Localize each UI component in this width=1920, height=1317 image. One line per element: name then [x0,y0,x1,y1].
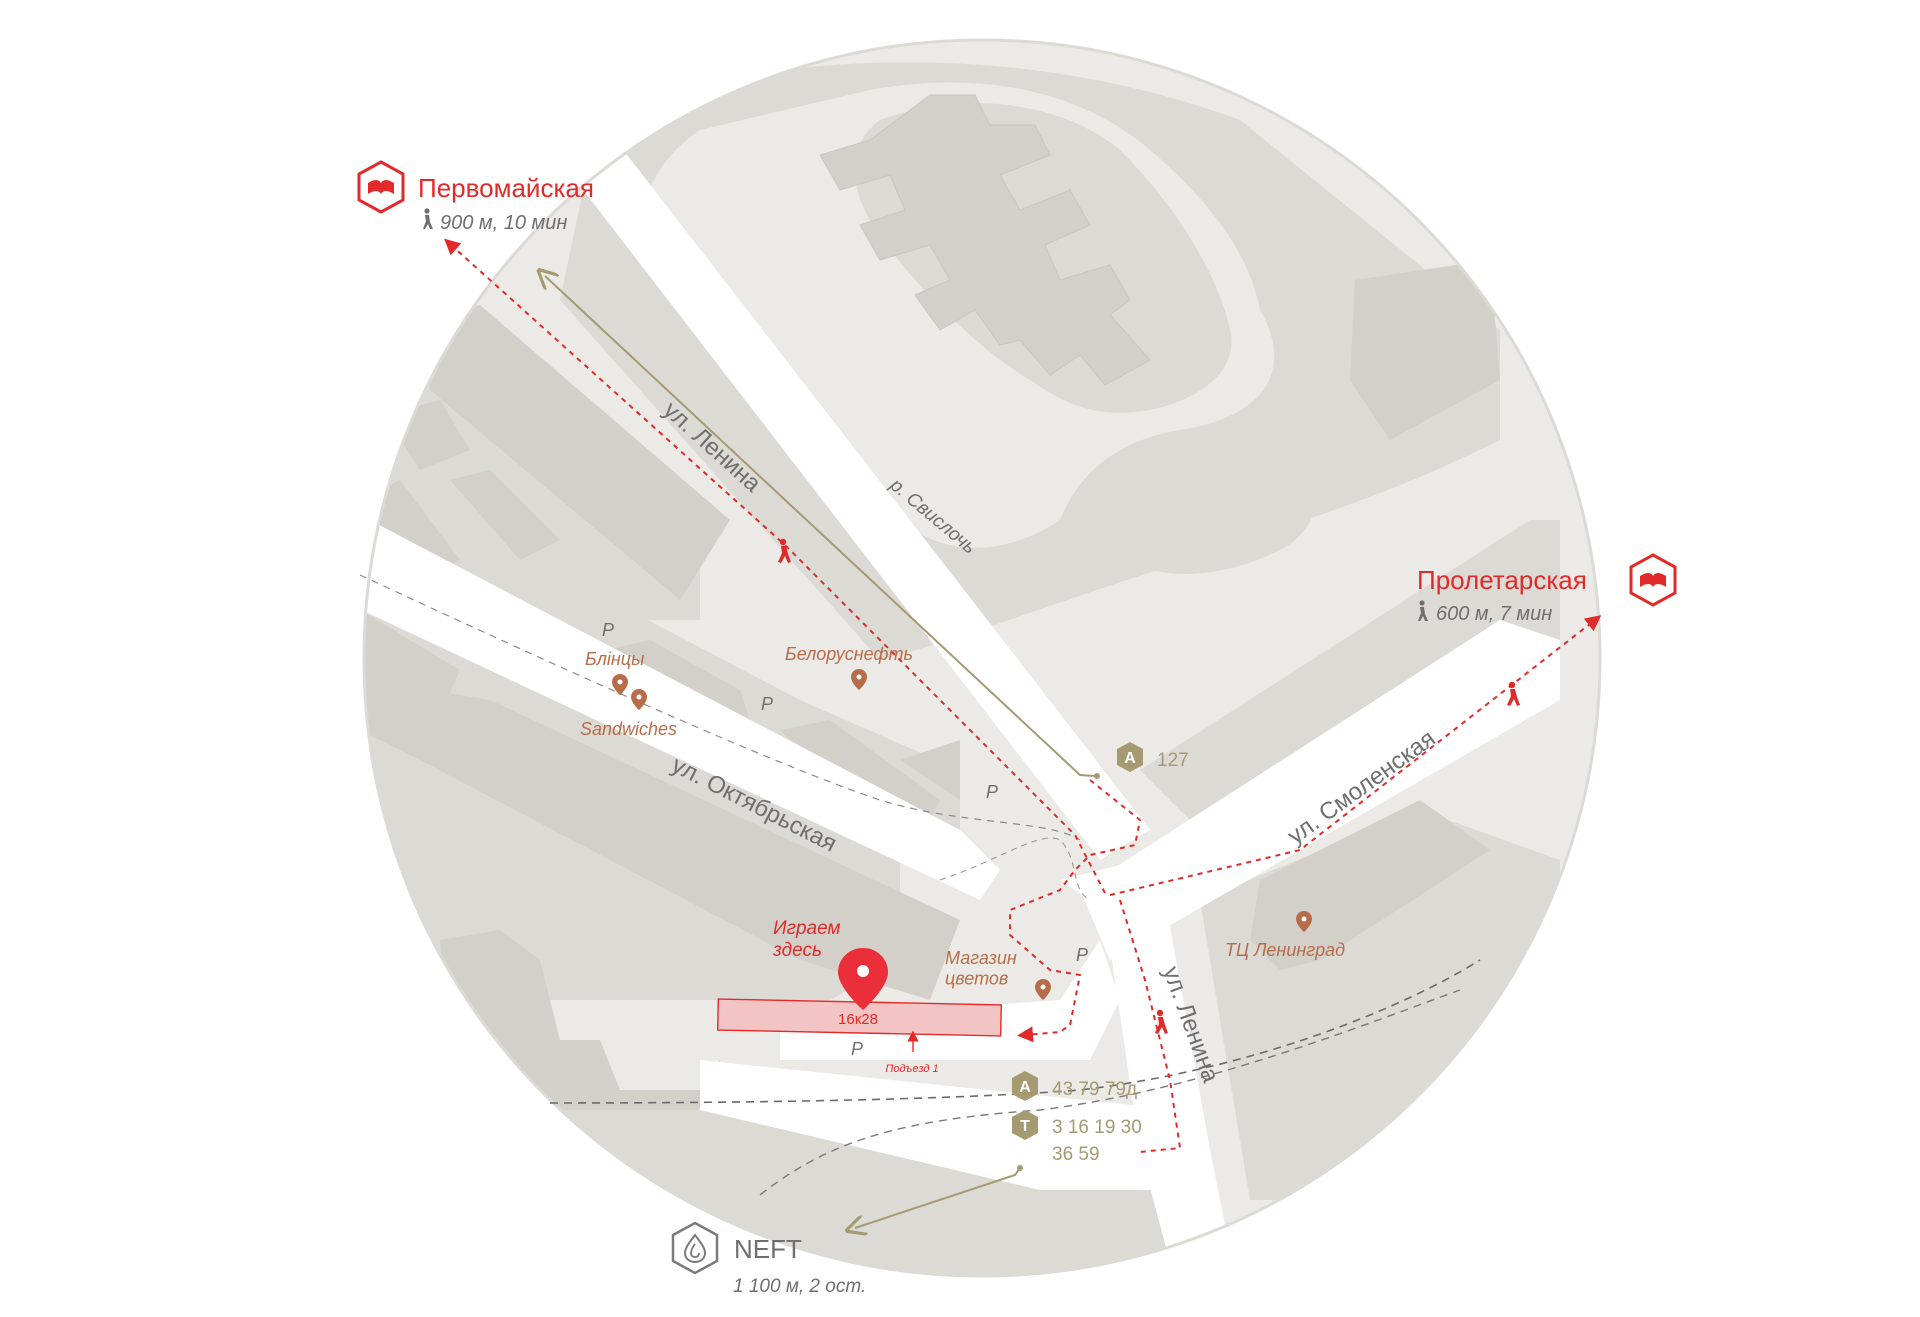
poi-label-sandwiches: Sandwiches [580,719,677,739]
parking-label: P [851,1039,863,1059]
entrance-label: Подъезд 1 [885,1063,938,1075]
neft-marker[interactable]: NEFT 1 100 м, 2 ост. [671,1221,866,1297]
road-smolenskaya [1080,620,1560,960]
svg-text:A: A [1124,750,1136,767]
tram-line-2 [759,989,1461,1196]
neft-name: NEFT [734,1234,802,1264]
tram-line-1 [549,959,1481,1104]
transit-routes: 36 59 [1052,1144,1100,1165]
building-west-long [420,305,730,600]
poi-pins [612,669,1312,1000]
building-cross [819,94,1151,386]
building-sw-long [420,690,960,1000]
neft-distance: 1 100 м, 2 ост. [733,1276,866,1297]
trolleybus-stop-icon: T [1012,1110,1038,1140]
poi-pin-icon [851,669,867,690]
walker-icon [778,538,1520,1034]
walk-route-proletarskaya [1109,615,1602,896]
location-pin-icon[interactable] [838,948,888,1010]
road-oktyabrskaya [364,515,1000,900]
poi-label-blintsy: Блінцы [585,649,644,669]
svg-text:A: A [1019,1079,1031,1096]
neft-logo-icon [671,1221,719,1275]
transit-routes: 43 79 79д [1052,1079,1137,1100]
metro-name: Пролетарская [1417,565,1587,595]
label-line: Играем [773,918,840,939]
road-lenina-north [560,120,1150,860]
map-area [364,40,1600,1276]
transit-stop-127[interactable]: A 127 [1117,742,1189,772]
svg-text:T: T [1020,1118,1030,1135]
parking-label: P [1076,945,1088,965]
road-turn [1060,860,1160,920]
map-frame [362,38,1602,1278]
bus-stop-icon: A [1012,1071,1038,1101]
poi-pin-icon [1296,911,1312,932]
building-belorusneft-2 [900,740,960,800]
label-line: Магазин [945,948,1017,968]
tram-line-4 [939,837,1091,901]
parking-label: P [602,620,614,640]
poi-label-belorusneft: Белоруснефть [785,644,913,664]
transit-stop-trolley[interactable]: T 3 16 19 30 36 59 [1012,1110,1142,1165]
transit-stop-bus-south[interactable]: A 43 79 79д [1012,1071,1137,1101]
metro-pervomaiskaya[interactable]: Первомайская 900 м, 10 мин [357,160,594,234]
metro-proletarskaya[interactable]: Пролетарская 600 м, 7 мин [1417,553,1677,625]
label-line: цветов [945,969,1008,989]
building-tc-leningrad [1250,800,1490,970]
transit-routes: 3 16 19 30 [1052,1117,1142,1138]
bus-route-north [545,276,1096,777]
metro-distance: 600 м, 7 мин [1436,603,1552,625]
metro-distance: 900 м, 10 мин [440,212,567,234]
metro-icon [357,160,405,214]
metro-icon [1629,553,1677,607]
building-sw-left [364,610,460,760]
walk-route-pervomaiskaya [444,238,1106,894]
bus-stop-icon: A [1117,742,1143,772]
label-line: здесь [772,940,822,961]
building-ne [1350,260,1500,440]
poi-pin-icon [612,674,628,695]
metro-name: Первомайская [418,173,594,203]
building-16k28-label: 16к28 [838,1011,878,1028]
poi-pin-icon [1035,979,1051,1000]
road-south [700,1060,1200,1190]
parking-label: P [986,782,998,802]
poi-label-tc-leningrad: ТЦ Ленинград [1225,940,1345,960]
building-west-small-2 [450,470,560,560]
poi-pin-icon [631,689,647,710]
transit-routes: 127 [1157,750,1189,771]
walk-icon [423,208,433,229]
river-island-2 [1117,432,1318,574]
tram-line-3 [359,574,1081,841]
walk-icon [1418,600,1428,621]
parking-label: P [761,694,773,714]
